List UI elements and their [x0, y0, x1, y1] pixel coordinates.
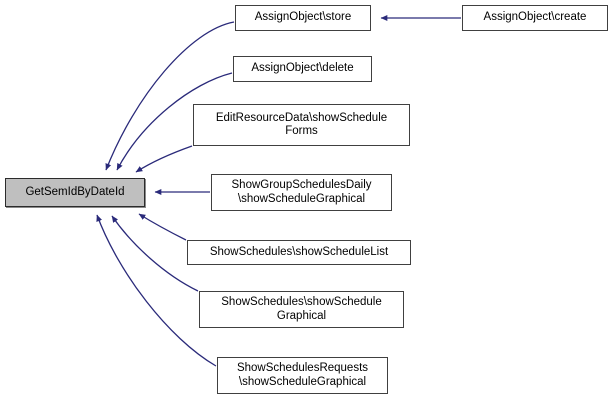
- edge-showschedulesrequests-to-root: [96, 214, 217, 367]
- node-label: ShowSchedules\showSchedule Graphical: [221, 296, 382, 322]
- node-label: ShowSchedulesRequests \showScheduleGraph…: [236, 362, 369, 388]
- node-getsemidbydateid[interactable]: GetSemIdByDateId: [5, 178, 145, 207]
- node-showschedulesrequests-showschedulegraphical[interactable]: ShowSchedulesRequests \showScheduleGraph…: [217, 357, 388, 394]
- node-showgroupschedulesdaily-showschedulegraphical[interactable]: ShowGroupSchedulesDaily \showScheduleGra…: [211, 174, 392, 211]
- node-assignobject-create[interactable]: AssignObject\create: [462, 5, 608, 31]
- node-label: ShowSchedules\showScheduleList: [209, 245, 389, 258]
- edge-assignobject-store-to-root: [105, 21, 235, 171]
- edge-editresourcedata-to-root: [135, 145, 193, 173]
- node-showschedules-showschedulegraphical[interactable]: ShowSchedules\showSchedule Graphical: [199, 291, 404, 328]
- node-label: EditResourceData\showSchedule Forms: [215, 111, 388, 138]
- edge-assignobject-delete-to-root: [116, 72, 233, 171]
- node-label: GetSemIdByDateId: [25, 185, 125, 198]
- edge-showschedules-graphical-to-root: [111, 215, 199, 292]
- node-label: AssignObject\store: [254, 11, 352, 24]
- node-assignobject-store[interactable]: AssignObject\store: [235, 5, 371, 31]
- node-label: ShowGroupSchedulesDaily \showScheduleGra…: [231, 179, 372, 205]
- node-label: AssignObject\delete: [251, 62, 354, 75]
- node-assignobject-delete[interactable]: AssignObject\delete: [233, 56, 372, 82]
- edge-showschedules-list-to-root: [138, 213, 187, 241]
- node-editresourcedata-showscheduleforms[interactable]: EditResourceData\showSchedule Forms: [193, 104, 410, 146]
- node-label: AssignObject\create: [483, 11, 587, 24]
- node-showschedules-showschedulelist[interactable]: ShowSchedules\showScheduleList: [187, 240, 411, 265]
